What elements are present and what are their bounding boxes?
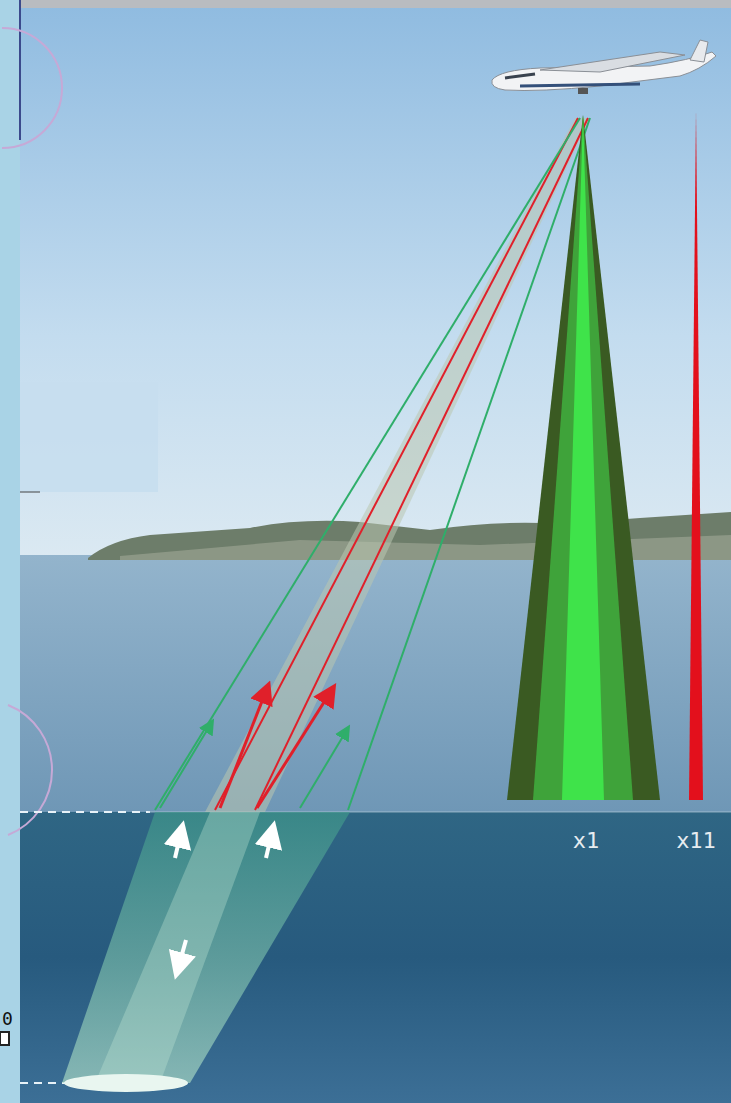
- cropped-number: 0: [2, 1010, 13, 1028]
- intensity-label: x11: [676, 830, 716, 852]
- intensity-label: x1: [573, 830, 600, 852]
